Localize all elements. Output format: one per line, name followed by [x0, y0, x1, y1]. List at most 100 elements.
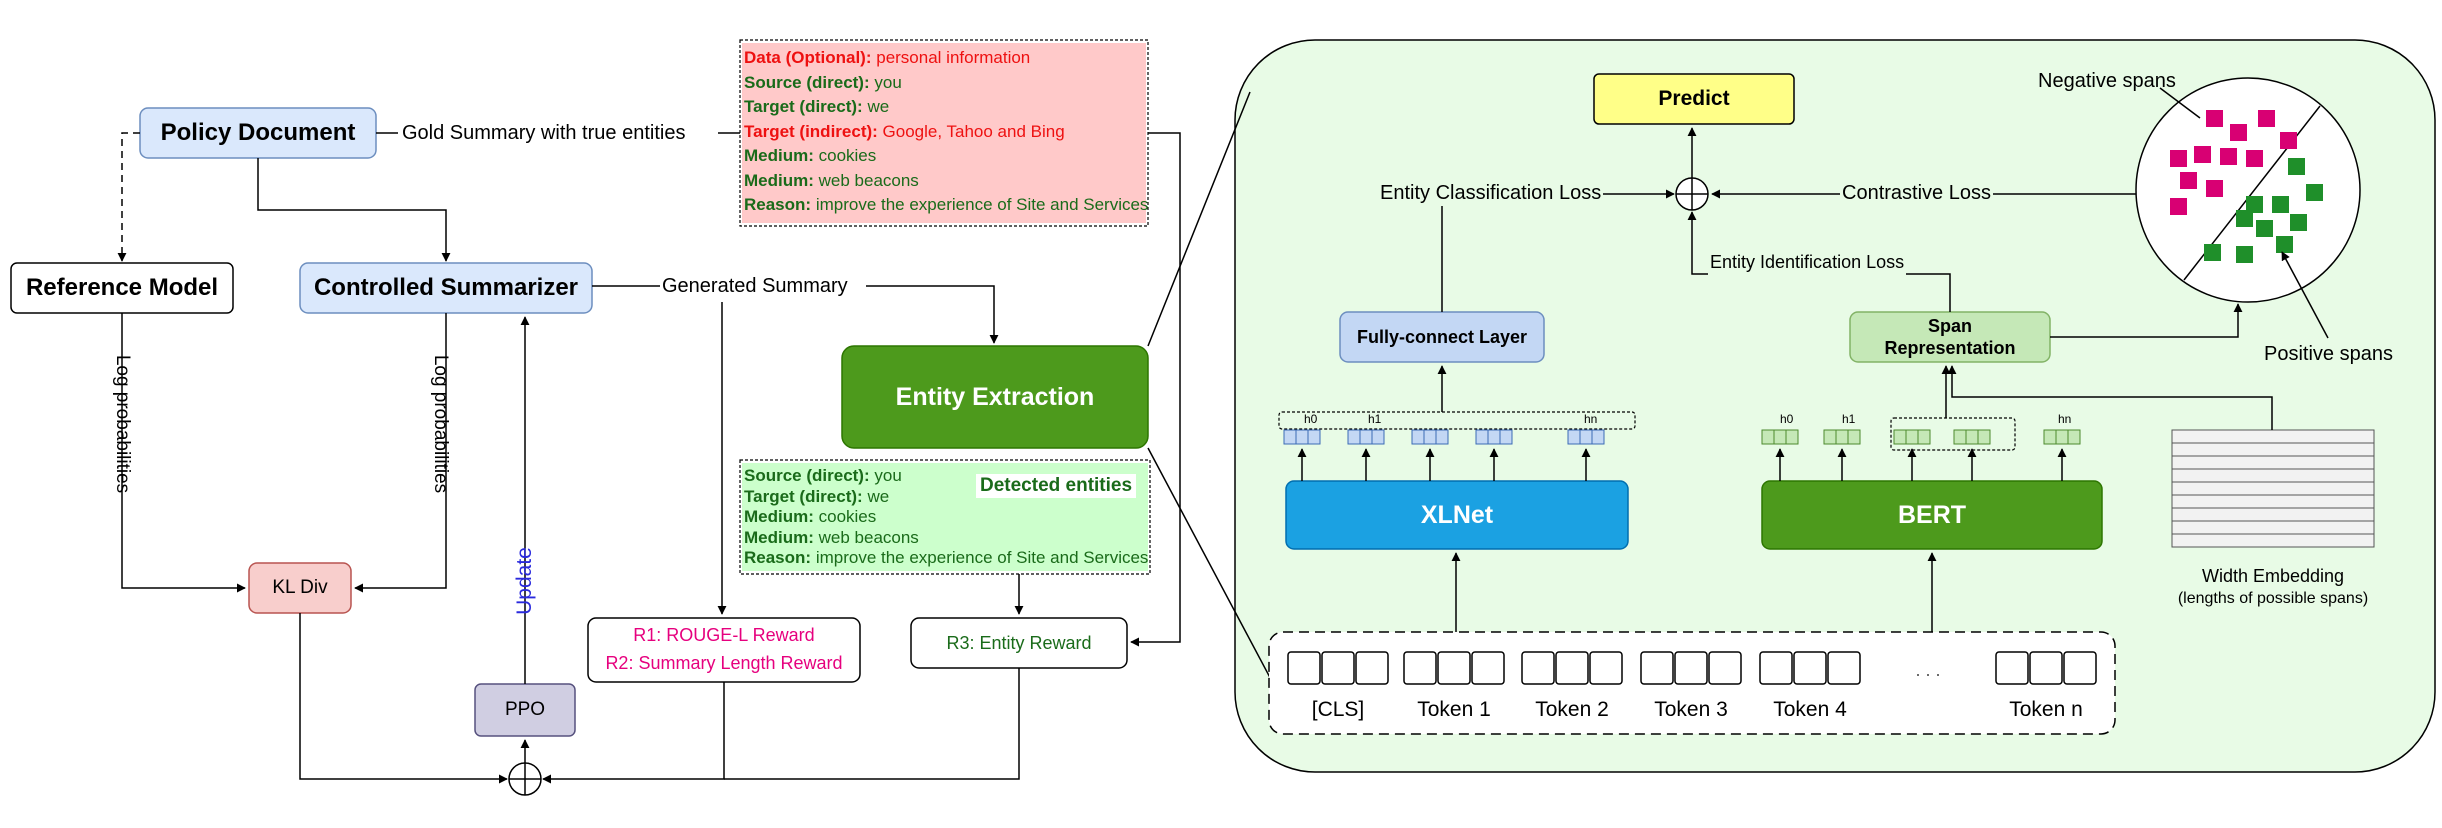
bert-hidden-states — [1761, 429, 2081, 445]
positive-span-square — [2246, 196, 2263, 213]
bert-hidden-cell — [1905, 429, 1919, 445]
entity-classification-loss: Entity Classification Loss — [1378, 180, 1604, 206]
detected-entity-row: Source (direct): you — [744, 466, 902, 485]
negative-span-square — [2230, 124, 2247, 141]
token-embedding-cell — [1793, 651, 1827, 685]
negative-span-square — [2246, 150, 2263, 167]
predict-box — [1593, 73, 1795, 125]
xlnet-hidden-cell — [1359, 429, 1373, 445]
xlnet-hidden-cell — [1295, 429, 1309, 445]
gold-entity-row: Source (direct): you — [744, 72, 902, 92]
positive-spans-label: Positive spans — [2264, 343, 2393, 365]
reference-model: Reference Model — [25, 274, 219, 301]
detected-entity-row: Target (direct): we — [744, 486, 890, 506]
xlnet-h0-label: h0 — [1304, 412, 1318, 426]
width-to-span-arrow — [1947, 365, 2273, 430]
kl-to-sum-arrow — [299, 613, 508, 784]
detected-entity-row: Medium: cookies — [744, 507, 877, 526]
negative-span-square — [2258, 110, 2275, 127]
token-embedding-cell — [1674, 651, 1708, 685]
update-label: Update — [513, 547, 536, 615]
bert-box — [1761, 480, 2103, 550]
xlnet-hidden-cell — [1567, 429, 1581, 445]
detected-entities-label: Detected entities — [976, 474, 1137, 498]
positive-span-square — [2306, 184, 2323, 201]
gold-entity-row: Reason: improve the experience of Site a… — [744, 195, 1149, 214]
xlnet-box — [1285, 480, 1629, 550]
bert-hidden-cell — [1785, 429, 1799, 445]
gold-summary-panel-fill — [742, 43, 1146, 223]
gold-to-r3-arrow — [1130, 132, 1181, 647]
log-probabilities-left: Log probabilities — [112, 354, 133, 494]
positive-span-square — [2236, 210, 2253, 227]
bert-hidden-cell — [1977, 429, 1991, 445]
token-ellipsis: . . . — [1915, 660, 1941, 680]
xlnet-hidden-states — [1283, 429, 1605, 445]
span-to-circle-arrow — [2050, 303, 2243, 338]
gold-entity-row: Target (direct): we — [744, 97, 890, 116]
negative-span-square — [2170, 150, 2187, 167]
xlnet-hidden-cell — [1371, 429, 1385, 445]
bert-hn-label: hn — [2058, 412, 2072, 426]
negative-span-square — [2206, 180, 2223, 197]
bert-hidden-cell — [1847, 429, 1861, 445]
gold-entity-row: Target (indirect): Google, Tahoo and Bin… — [744, 121, 1065, 141]
policy-document: Policy Document — [160, 119, 356, 146]
token-embedding-cell — [1759, 651, 1793, 685]
bert-h1-label: h1 — [1842, 412, 1856, 426]
bert-hidden-cell — [1835, 429, 1849, 445]
contrastive-loss: Contrastive Loss — [1840, 180, 1993, 206]
reward-r1: R1: ROUGE-L Reward — [633, 624, 815, 645]
summarizer-to-kl-arrow — [354, 313, 447, 593]
token-embeddings — [1287, 651, 2097, 685]
bert-hidden-cell — [1893, 429, 1907, 445]
token-embedding-cell — [1640, 651, 1674, 685]
reference-to-kl-arrow — [121, 313, 246, 593]
kl-div: KL Div — [272, 577, 328, 598]
positive-span-square — [2236, 246, 2253, 263]
positive-pointer — [2281, 251, 2329, 339]
xlnet-hidden-cell — [1423, 429, 1437, 445]
bert-hidden-cell — [2043, 429, 2057, 445]
negative-span-squares — [2170, 110, 2297, 215]
bert-hidden-cell — [2055, 429, 2069, 445]
detected-entities-panel: Source (direct): you Target (direct): we… — [742, 466, 1148, 569]
entity-extraction: Entity Extraction — [895, 382, 1095, 411]
token-label-3: Token 3 — [1654, 698, 1728, 721]
xlnet-hidden-cell — [1475, 429, 1489, 445]
xlnet-hidden-cell — [1591, 429, 1605, 445]
zoom-line-top — [1147, 91, 1251, 347]
reward-r2: R2: Summary Length Reward — [605, 652, 843, 673]
gold-summary-label: Gold Summary with true entities — [400, 120, 688, 146]
gold-entities-panel: Data (Optional): personal information So… — [742, 46, 1149, 218]
model-panel — [1234, 39, 2436, 773]
xlnet-hidden-cell — [1499, 429, 1513, 445]
token-embedding-cell — [1827, 651, 1861, 685]
detected-entity-row: Reason: improve the experience of Site a… — [744, 548, 1149, 567]
bert-hidden-cell — [2067, 429, 2081, 445]
width-embedding-label: Width Embedding — [2201, 566, 2345, 586]
log-probabilities-right: Log probabilities — [430, 354, 451, 494]
negative-span-square — [2206, 110, 2223, 127]
bert-hidden-cell — [1953, 429, 1967, 445]
policy-to-reference-arrow — [117, 132, 140, 262]
predict: Predict — [1658, 87, 1730, 110]
fully-connect-layer: Fully-connect Layer — [1356, 326, 1528, 347]
width-embedding-sublabel: (lengths of possible spans) — [2177, 590, 2369, 607]
generated-summary-label: Generated Summary — [660, 273, 850, 299]
entity-extraction-box — [841, 345, 1149, 449]
token-embedding-cell — [1995, 651, 2029, 685]
positive-span-square — [2272, 196, 2289, 213]
negative-pointer — [2159, 87, 2201, 119]
token-label-2: Token 2 — [1535, 698, 1609, 721]
bert-hidden-cell — [1965, 429, 1979, 445]
token-embedding-cell — [1355, 651, 1389, 685]
token-embedding-cell — [1521, 651, 1555, 685]
negative-span-square — [2194, 146, 2211, 163]
token-embedding-cell — [2063, 651, 2097, 685]
span-contrast-circle — [2135, 77, 2361, 303]
gold-entity-row: Medium: web beacons — [744, 170, 919, 190]
xlnet-hidden-cell — [1347, 429, 1361, 445]
bert-h0-label: h0 — [1780, 412, 1794, 426]
